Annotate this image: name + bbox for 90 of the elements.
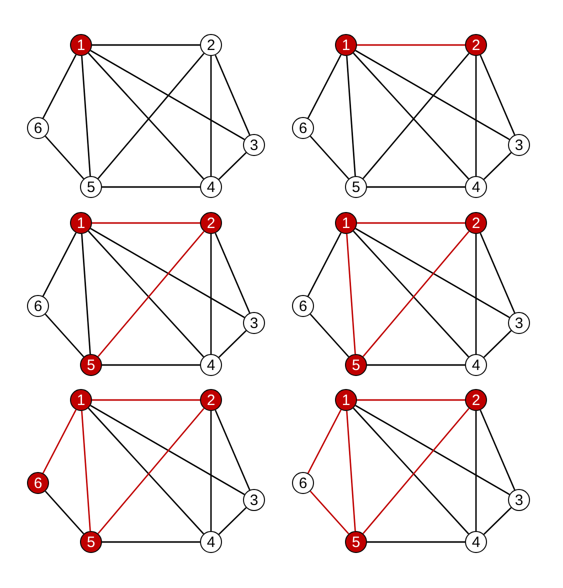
- vertex-circle: 2: [200, 34, 222, 56]
- vertex-circle: 2: [465, 389, 487, 411]
- edge-line: [210, 56, 212, 176]
- edge-line: [310, 490, 350, 534]
- edge-line: [307, 54, 342, 119]
- vertex-circle: 3: [508, 312, 530, 334]
- edge-line: [214, 54, 250, 136]
- edge-line: [218, 330, 247, 358]
- vertex-circle: 6: [292, 472, 314, 494]
- vertex-circle: 5: [345, 531, 367, 553]
- edge-line: [483, 152, 512, 180]
- edge-line: [480, 232, 516, 314]
- vertex-circle: 1: [335, 212, 357, 234]
- edge-line: [367, 541, 465, 543]
- edge-line: [367, 364, 465, 366]
- vertex-circle: 5: [80, 531, 102, 553]
- edge-line: [218, 152, 247, 180]
- vertex-circle: 4: [200, 176, 222, 198]
- edge-line: [102, 186, 200, 188]
- edge-line: [81, 56, 91, 176]
- edge-line: [81, 234, 91, 354]
- vertex-circle: 4: [465, 176, 487, 198]
- vertex-circle: 6: [292, 295, 314, 317]
- vertex-circle: 6: [292, 117, 314, 139]
- edge-line: [475, 411, 477, 531]
- vertex-circle: 5: [80, 354, 102, 376]
- edge-line: [483, 330, 512, 358]
- edge-line: [210, 411, 212, 531]
- edge-line: [42, 232, 77, 297]
- edge-line: [42, 54, 77, 119]
- vertex-circle: 2: [200, 212, 222, 234]
- edge-line: [42, 409, 77, 474]
- edge-line: [357, 399, 465, 401]
- vertex-circle: 4: [200, 354, 222, 376]
- edge-line: [44, 136, 84, 180]
- edge-line: [357, 222, 465, 224]
- edge-line: [102, 364, 200, 366]
- edge-line: [483, 507, 512, 535]
- edge-line: [214, 232, 250, 314]
- vertex-circle: 2: [200, 389, 222, 411]
- edge-line: [367, 186, 465, 188]
- vertex-circle: 1: [335, 34, 357, 56]
- edge-line: [102, 541, 200, 543]
- vertex-circle: 4: [200, 531, 222, 553]
- edge-line: [310, 314, 350, 358]
- vertex-circle: 1: [70, 389, 92, 411]
- edge-line: [357, 44, 465, 46]
- edge-line: [210, 234, 212, 354]
- vertex-circle: 5: [345, 176, 367, 198]
- edge-line: [346, 56, 356, 176]
- edge-line: [92, 222, 200, 224]
- edge-line: [92, 44, 200, 46]
- edge-line: [81, 410, 91, 532]
- edge-line: [44, 490, 84, 534]
- edge-line: [307, 232, 342, 297]
- edge-line: [90, 228, 245, 318]
- edge-line: [480, 54, 516, 136]
- edge-line: [90, 404, 245, 496]
- edge-line: [355, 404, 510, 496]
- vertex-circle: 3: [243, 489, 265, 511]
- edge-line: [214, 410, 250, 490]
- edge-line: [475, 56, 477, 176]
- vertex-circle: 4: [465, 531, 487, 553]
- vertex-circle: 6: [27, 472, 49, 494]
- edge-line: [355, 50, 510, 140]
- edge-line: [218, 507, 247, 535]
- vertex-circle: 1: [70, 34, 92, 56]
- vertex-circle: 2: [465, 212, 487, 234]
- edge-line: [307, 409, 342, 474]
- vertex-circle: 5: [345, 354, 367, 376]
- vertex-circle: 3: [243, 312, 265, 334]
- vertex-circle: 1: [335, 389, 357, 411]
- vertex-circle: 6: [27, 295, 49, 317]
- edge-line: [475, 234, 477, 354]
- edge-line: [346, 410, 356, 532]
- edge-line: [346, 234, 356, 354]
- edge-line: [310, 136, 350, 180]
- vertex-circle: 5: [80, 176, 102, 198]
- edge-line: [90, 50, 245, 140]
- vertex-circle: 1: [70, 212, 92, 234]
- vertex-circle: 3: [508, 489, 530, 511]
- edge-line: [92, 399, 200, 401]
- vertex-circle: 3: [243, 134, 265, 156]
- edge-line: [480, 410, 516, 490]
- vertex-circle: 3: [508, 134, 530, 156]
- edge-line: [355, 228, 510, 318]
- vertex-circle: 6: [27, 117, 49, 139]
- vertex-circle: 4: [465, 354, 487, 376]
- edge-line: [44, 314, 84, 358]
- vertex-circle: 2: [465, 34, 487, 56]
